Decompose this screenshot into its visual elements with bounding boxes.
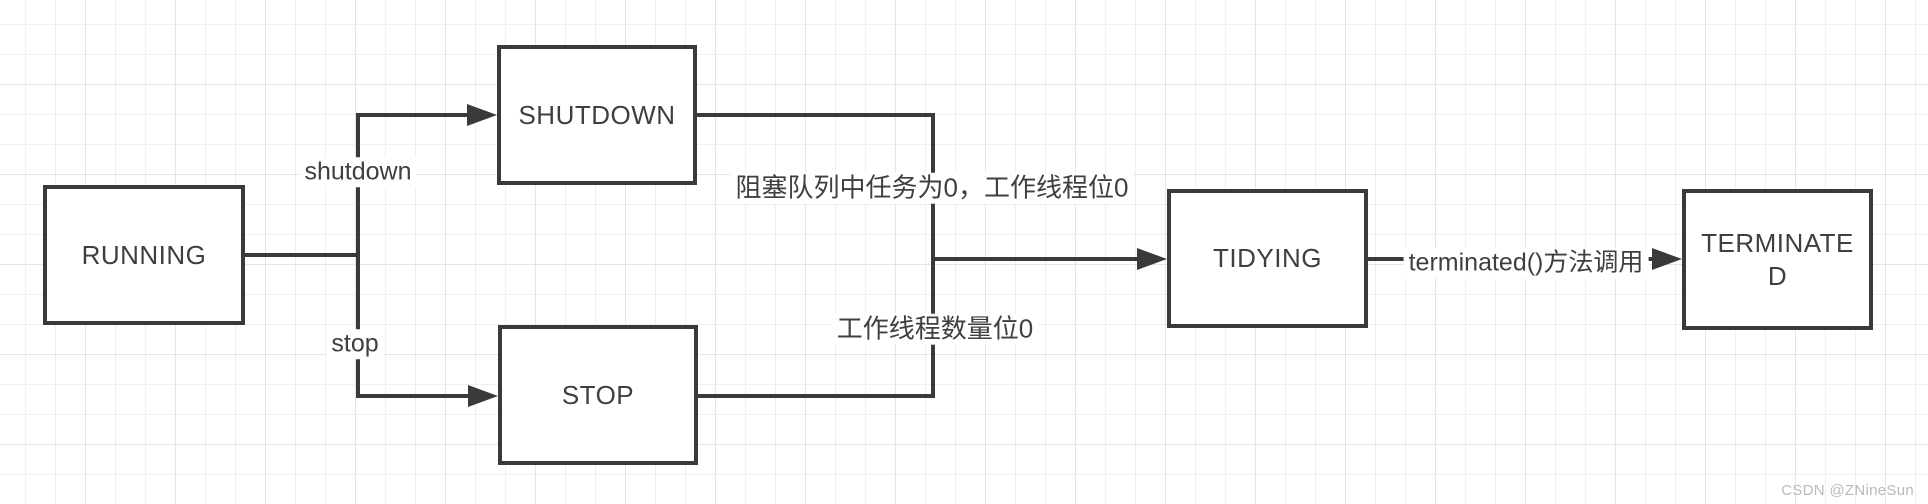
arrowhead-shutdown — [467, 104, 497, 126]
arrowhead-terminated — [1652, 248, 1682, 270]
csdn-watermark: CSDN @ZNineSun — [1781, 482, 1914, 499]
arrowhead-tidying — [1137, 248, 1167, 270]
edge-label-worker-zero-condition: 工作线程数量位0 — [831, 313, 1039, 345]
state-node-stop: STOP — [498, 325, 698, 465]
edge-label-stop: stop — [326, 329, 384, 359]
state-node-shutdown: SHUTDOWN — [497, 45, 697, 185]
state-node-running: RUNNING — [43, 185, 245, 325]
edge-label-shutdown: shutdown — [299, 157, 417, 187]
arrowhead-stop — [468, 385, 498, 407]
edge-label-terminated-call: terminated()方法调用 — [1403, 248, 1649, 278]
edge-label-queue-empty-condition: 阻塞队列中任务为0，工作线程位0 — [730, 172, 1134, 204]
state-node-tidying: TIDYING — [1167, 189, 1368, 328]
state-node-terminated: TERMINATE D — [1682, 189, 1873, 330]
